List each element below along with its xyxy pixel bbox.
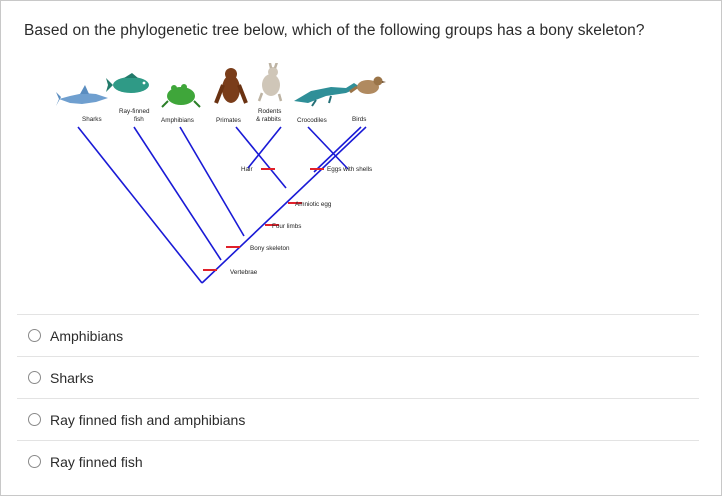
taxon-label-rodents-line2: & rabbits: [256, 116, 281, 123]
taxon-label-rayfinned-line1: Ray-finned: [119, 108, 150, 115]
trait-label-amniotic-egg: Amniotic egg: [295, 201, 332, 208]
branch-sharks: [77, 126, 203, 284]
tree-branches: [77, 126, 367, 284]
phylogenetic-tree-svg: Sharks Ray-finned fish Amphibians Primat…: [56, 63, 386, 284]
taxon-label-amphibians: Amphibians: [161, 117, 194, 124]
ray-finned-fish-illustration: [106, 73, 149, 93]
option-ray-finned-fish[interactable]: Ray finned fish: [17, 440, 699, 482]
taxon-label-birds: Birds: [352, 116, 366, 123]
option-sharks[interactable]: Sharks: [17, 356, 699, 398]
branch-primates: [235, 126, 287, 189]
branch-rodents: [247, 126, 282, 169]
option-label: Ray finned fish and amphibians: [50, 411, 246, 428]
trait-label-hair: Hair: [241, 166, 253, 173]
taxon-label-crocodiles: Crocodiles: [297, 117, 327, 124]
primate-illustration: [214, 68, 248, 104]
trait-label-bony-skeleton: Bony skeleton: [250, 245, 290, 252]
taxon-label-rodents-line1: Rodents: [258, 108, 281, 115]
taxon-label-sharks: Sharks: [82, 116, 102, 123]
taxon-label-primates: Primates: [216, 117, 241, 124]
option-label: Ray finned fish: [50, 453, 143, 470]
branch-birds: [313, 126, 362, 173]
option-amphibians[interactable]: Amphibians: [17, 314, 699, 356]
crocodile-illustration: [294, 83, 360, 107]
answer-options: Amphibians Sharks Ray finned fish and am…: [17, 314, 699, 482]
phylogenetic-tree: Sharks Ray-finned fish Amphibians Primat…: [56, 63, 396, 293]
frog-illustration: [161, 84, 201, 108]
trait-markers: [203, 168, 324, 271]
taxon-label-rayfinned-line2: fish: [134, 116, 144, 123]
trait-label-four-limbs: Four limbs: [272, 223, 301, 230]
radio-button[interactable]: [28, 413, 41, 426]
bird-illustration: [349, 76, 386, 94]
radio-button[interactable]: [28, 455, 41, 468]
branch-crocodiles: [307, 126, 349, 170]
option-label: Amphibians: [50, 327, 124, 344]
trait-label-vertebrae: Vertebrae: [230, 269, 258, 276]
option-label: Sharks: [50, 369, 94, 386]
shark-illustration: [56, 85, 108, 106]
question-text: Based on the phylogenetic tree below, wh…: [24, 22, 645, 39]
trait-labels: Hair Eggs with shells Amniotic egg Four …: [230, 166, 372, 276]
branch-amphibians: [179, 126, 245, 237]
option-ray-finned-fish-and-amphibians[interactable]: Ray finned fish and amphibians: [17, 398, 699, 440]
trait-label-eggs-with-shells: Eggs with shells: [327, 166, 372, 173]
taxon-labels: Sharks Ray-finned fish Amphibians Primat…: [82, 108, 366, 124]
radio-button[interactable]: [28, 329, 41, 342]
trunk-line: [201, 126, 367, 284]
rabbit-illustration: [257, 63, 283, 102]
branch-rayfinned: [133, 126, 222, 261]
radio-button[interactable]: [28, 371, 41, 384]
